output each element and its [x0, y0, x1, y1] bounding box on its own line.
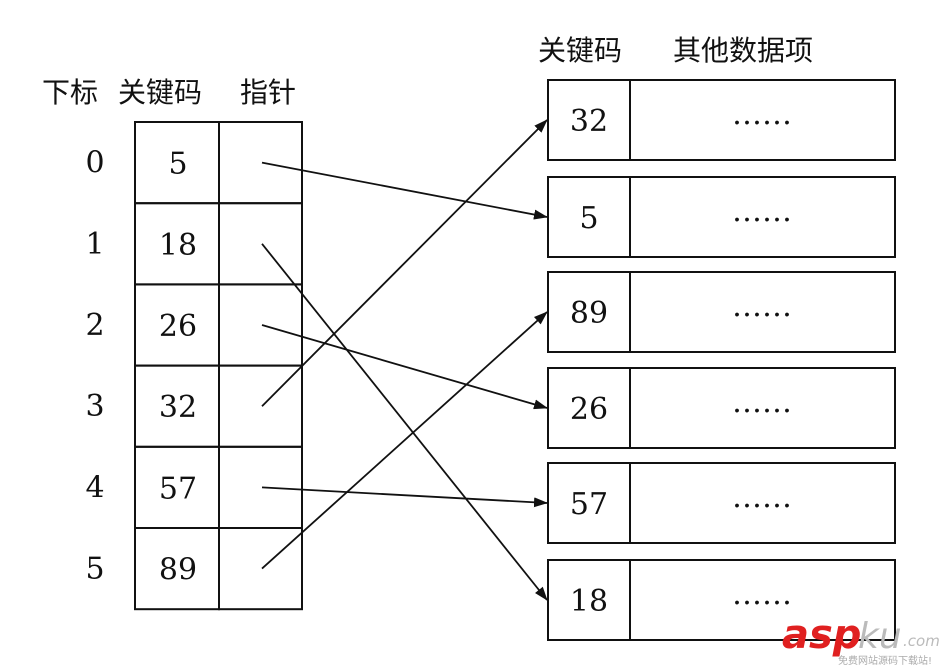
row-index: 2 [85, 308, 104, 343]
record-box [547, 271, 896, 353]
row-index: 0 [85, 146, 104, 181]
row-key: 89 [159, 553, 197, 588]
header-index: 下标 [42, 76, 98, 109]
row-index: 3 [85, 389, 104, 424]
row-key: 32 [159, 390, 197, 425]
row-key: 5 [168, 147, 187, 182]
left-table-row: 4 57 [85, 445, 303, 529]
header-key-left: 关键码 [118, 76, 202, 109]
record-row: 26 …… [547, 367, 896, 449]
row-index: 4 [85, 470, 104, 505]
left-table-row: 1 18 [85, 202, 303, 286]
watermark: asp ku .com 免费网站源码下载站! [782, 612, 940, 667]
record-row: 5 …… [547, 176, 896, 258]
pointer-arrow [261, 161, 548, 220]
row-key: 26 [159, 309, 197, 344]
row-index: 5 [85, 552, 104, 587]
record-key: 18 [570, 584, 608, 619]
record-row: 18 …… [547, 559, 896, 641]
pointer-arrow [261, 243, 548, 601]
pointer-arrow [261, 324, 548, 410]
pointer-cell [218, 445, 303, 529]
row-index: 1 [85, 227, 104, 262]
pointer-arrow [261, 311, 548, 570]
header-key-right: 关键码 [538, 34, 622, 67]
record-key: 26 [570, 392, 608, 427]
record-key: 32 [570, 104, 608, 139]
record-other: …… [732, 194, 792, 229]
svg-text:.com: .com [903, 632, 940, 650]
record-key: 89 [570, 296, 608, 331]
row-key: 57 [159, 471, 197, 506]
record-other: …… [732, 97, 792, 132]
row-key: 18 [159, 228, 197, 263]
record-other: …… [732, 289, 792, 324]
record-row: 89 …… [547, 271, 896, 353]
record-row: 32 …… [547, 79, 896, 161]
record-box [547, 559, 896, 641]
header-pointer: 指针 [240, 76, 296, 109]
record-key: 5 [579, 201, 598, 236]
record-other: …… [732, 480, 792, 515]
record-box [547, 462, 896, 544]
svg-text:asp: asp [782, 612, 861, 658]
svg-text:免费网站源码下载站!: 免费网站源码下载站! [838, 654, 932, 667]
record-key: 57 [570, 487, 608, 522]
pointer-cell [218, 202, 303, 286]
record-box [547, 176, 896, 258]
left-table-row: 2 26 [85, 283, 303, 367]
record-other: …… [732, 385, 792, 420]
left-table-row: 5 89 [85, 527, 303, 611]
record-other: …… [732, 577, 792, 612]
record-box [547, 367, 896, 449]
pointer-arrow [261, 486, 548, 508]
left-table-row: 3 32 [85, 364, 303, 448]
svg-text:ku: ku [858, 616, 902, 657]
pointer-cell [218, 121, 303, 205]
header-other-data: 其他数据项 [673, 34, 813, 67]
record-box [547, 79, 896, 161]
record-row: 57 …… [547, 462, 896, 544]
pointer-cell [218, 283, 303, 367]
pointer-arrow [261, 119, 548, 407]
pointer-cell [218, 527, 303, 611]
